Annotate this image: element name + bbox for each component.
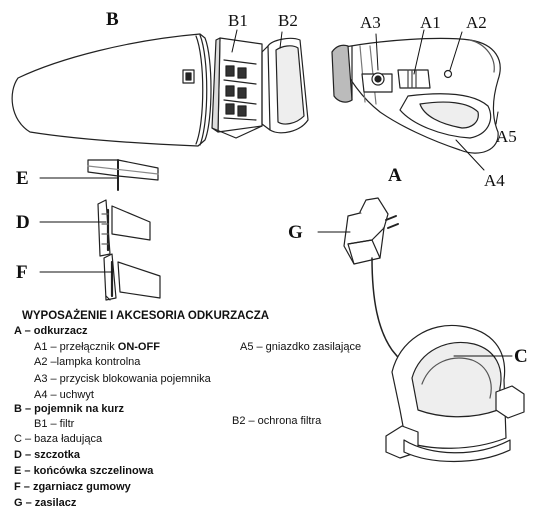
callout-G: G: [288, 222, 303, 243]
filter-drawing: [211, 37, 263, 139]
callout-A5: A5: [496, 127, 517, 146]
power-adapter-drawing: [343, 197, 411, 373]
legend-a1-text: A1 – przełącznik: [34, 341, 118, 353]
vacuum-body-drawing: [331, 37, 501, 154]
crevice-nozzle-drawing: [87, 159, 159, 191]
callout-A: A: [388, 165, 402, 186]
legend-a: A – odkurzacz: [14, 325, 88, 337]
callout-D: D: [16, 212, 30, 233]
callout-A2: A2: [466, 13, 487, 32]
charging-base-drawing: [385, 324, 525, 463]
legend-d: D – szczotka: [14, 449, 81, 461]
legend-g: G – zasilacz: [14, 497, 77, 509]
legend-a3: A3 – przycisk blokowania pojemnika: [34, 373, 211, 385]
callout-B2: B2: [278, 11, 298, 30]
callout-B1: B1: [228, 11, 248, 30]
legend-b: B – pojemnik na kurz: [14, 403, 125, 415]
callout-C: C: [514, 346, 528, 367]
legend-a1: A1 – przełącznik ON-OFF: [34, 342, 160, 353]
legend-b1: B1 – filtr: [34, 418, 75, 430]
legend-a1-emph: ON-OFF: [117, 341, 160, 353]
dust-container-drawing: [11, 33, 212, 147]
filter-protection-drawing: [261, 37, 309, 134]
callout-F: F: [16, 262, 28, 283]
legend-b2: B2 – ochrona filtra: [232, 415, 322, 427]
brush-drawing: [97, 199, 151, 257]
callout-E: E: [16, 168, 29, 189]
legend-heading: WYPOSAŻENIE I AKCESORIA ODKURZACZA: [22, 310, 270, 322]
legend-a5: A5 – gniazdko zasilające: [240, 341, 362, 353]
squeegee-drawing: [103, 253, 161, 301]
legend-f: F – zgarniacz gumowy: [14, 481, 131, 493]
legend-e: E – końcówka szczelinowa: [14, 465, 154, 477]
callout-A3: A3: [360, 13, 381, 32]
callout-A1: A1: [420, 13, 441, 32]
legend-c: C – baza ładująca: [14, 433, 103, 445]
legend-a4: A4 – uchwyt: [34, 389, 94, 401]
callout-B: B: [106, 9, 119, 30]
leader-lines: [39, 29, 513, 357]
callout-A4: A4: [484, 171, 505, 190]
legend-a2: A2 –lampka kontrolna: [34, 356, 141, 368]
